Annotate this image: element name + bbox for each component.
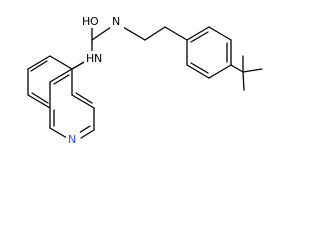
- bond-ring-tbutyl: [230, 64, 244, 73]
- bond-isoq-a6-double: [53, 74, 70, 85]
- ring-nitrogen-label-background: [66, 132, 80, 146]
- bond-isoq-a6: [49, 68, 73, 83]
- amide-nitrogen-left-label-background: [84, 51, 106, 65]
- bond-isoq-b5: [49, 127, 68, 139]
- bond-isoq-a4-double: [31, 92, 49, 104]
- bond-isoq-a4: [27, 94, 51, 109]
- atom-label-layer: H O N H N N: [66, 14, 124, 146]
- carbonyl-oxygen-label: O: [90, 15, 99, 28]
- amide-nitrogen-left-label: N: [94, 52, 102, 65]
- amide-hydrogen-left-label: H: [86, 52, 94, 65]
- bond-benzene-5-double: [190, 62, 209, 74]
- bond-isoq-b4: [80, 129, 95, 139]
- carbonyl-oxygen-label-background: [80, 14, 102, 28]
- hydroxyl-hydrogen-label: H: [82, 15, 90, 28]
- bond-isoq-b4-double: [78, 125, 91, 134]
- ring-nitrogen-label: N: [68, 133, 76, 146]
- bond-benzene-2: [208, 26, 232, 41]
- bond-c-n-right: [91, 26, 112, 41]
- amide-nitrogen-right-label-background: [110, 14, 124, 28]
- bond-benzene-5: [186, 64, 210, 79]
- bond-isoq-a2: [27, 55, 51, 70]
- bond-isoq-a2-double: [30, 60, 48, 72]
- bond-isoq-b2-double: [75, 92, 93, 104]
- bond-isoq-b2: [71, 94, 95, 109]
- bond-tbutyl-methyl-3: [242, 71, 245, 91]
- bond-benzene-1-double: [190, 31, 209, 43]
- bond-nh-ring: [71, 60, 87, 70]
- bond-isoq-a1: [49, 55, 73, 70]
- amide-nitrogen-right-label: N: [112, 15, 120, 28]
- molecule-structure-diagram: H O N H N N: [27, 14, 263, 146]
- bond-n-ch2: [122, 26, 146, 41]
- bond-ch2-ch2: [144, 26, 166, 41]
- bond-tbutyl-methyl-2: [242, 68, 263, 73]
- bond-benzene-1: [186, 26, 210, 41]
- bond-benzene-4: [208, 64, 232, 79]
- bond-layer: [27, 26, 263, 139]
- bond-ch2-ring: [164, 26, 188, 41]
